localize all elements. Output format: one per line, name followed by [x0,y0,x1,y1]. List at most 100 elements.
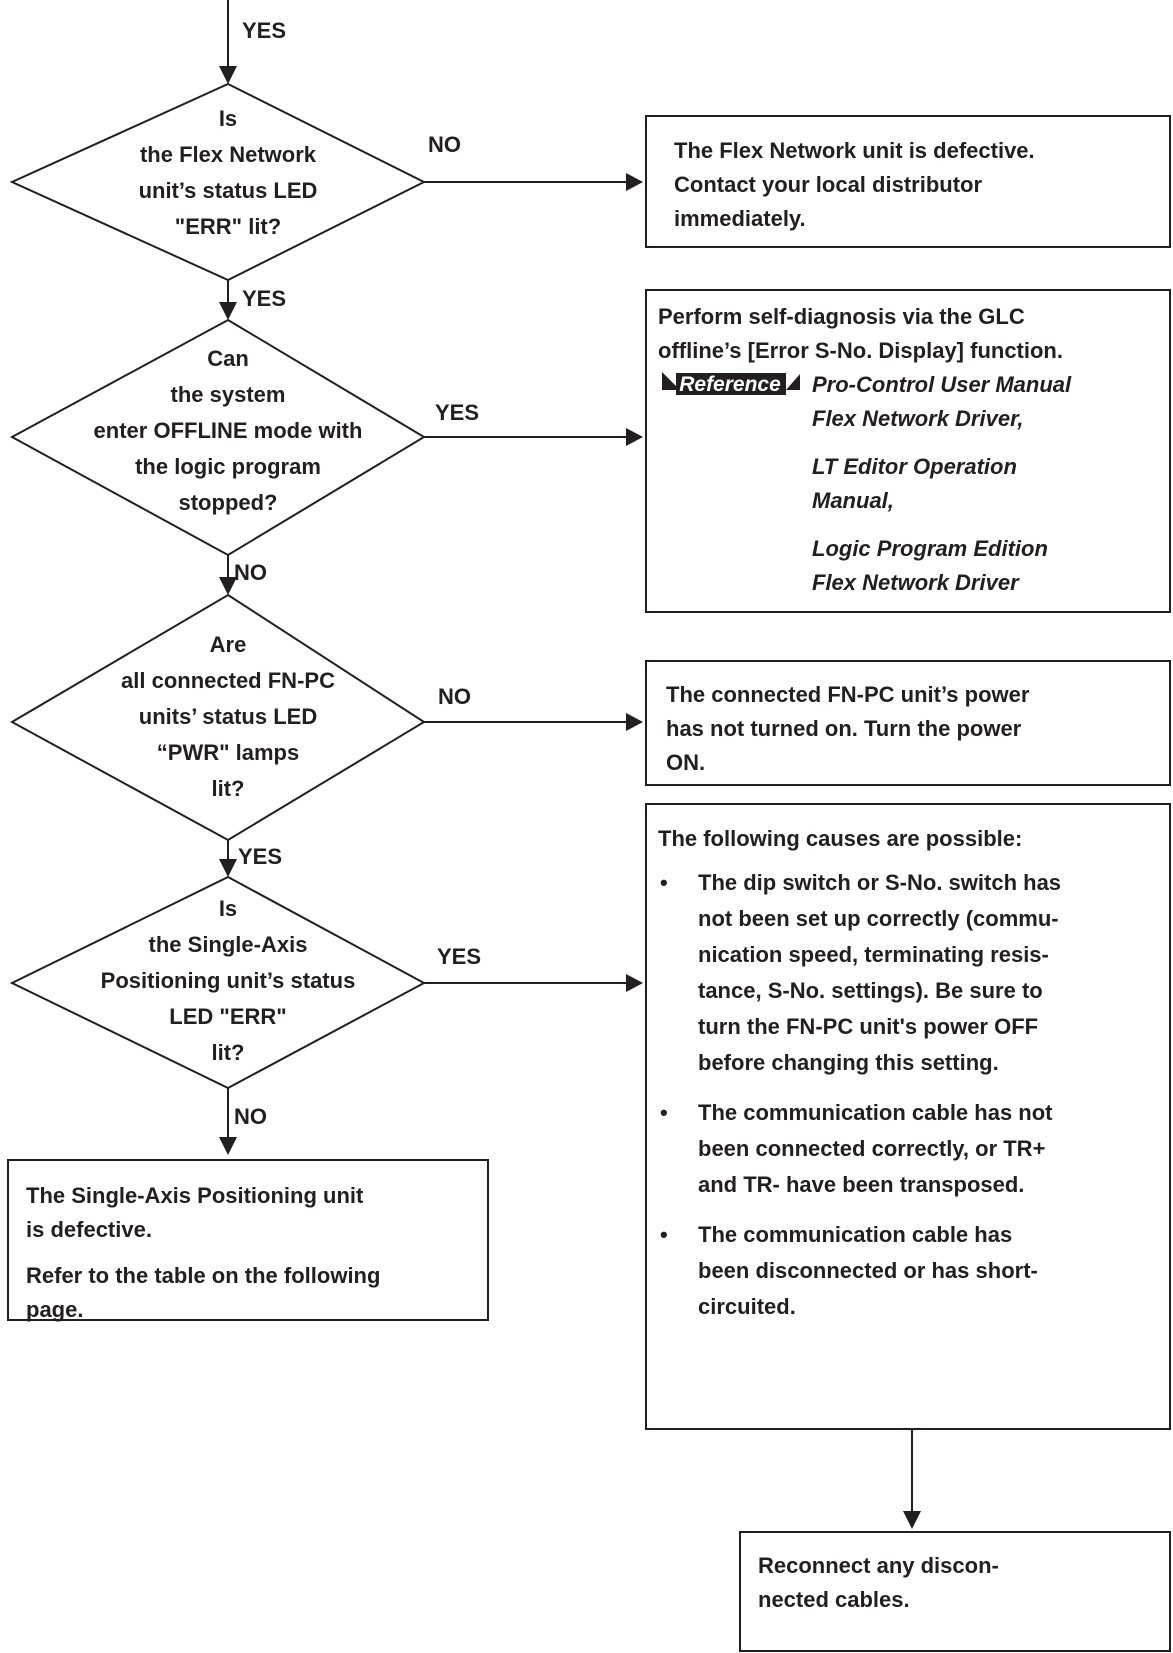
decision-pwr-lamps-lit: Are all connected FN-PC units’ status LE… [9,593,426,842]
box-reconnect-cables: Reconnect any discon- nected cables. [739,1531,1171,1652]
box3-line: ON. [666,750,705,775]
box2-ref-line: Logic Program Edition [812,536,1048,561]
box2-ref-line: Manual, [812,488,894,513]
result-box [645,803,1171,1430]
box6-line: nected cables. [758,1587,910,1612]
cause-line: turn the FN-PC unit's power OFF [698,1014,1038,1039]
d3-line: “PWR" lamps [157,740,299,765]
result-box [645,289,1171,613]
box4-to-box6-arrowhead [903,1511,921,1529]
d2-no-arrowhead [219,577,237,595]
reference-badge-label: Reference [679,373,781,396]
branch-labels: YES NO YES YES NO NO YES YES NO [234,18,481,1129]
box-power-not-on: The connected FN-PC unit’s power has not… [645,660,1171,786]
box2-line: Perform self-diagnosis via the GLC [658,304,1025,329]
d3-line: lit? [212,776,245,801]
box-self-diagnosis: Perform self-diagnosis via the GLC offli… [645,289,1171,613]
d2-line: the system [171,382,286,407]
cause-line: not been set up correctly (commu- [698,906,1059,931]
d3-no-arrowhead [626,713,643,731]
box2-line: offline’s [Error S-No. Display] function… [658,338,1063,363]
cause-line: tance, S-No. settings). Be sure to [698,978,1043,1003]
result-box [739,1531,1171,1652]
box4-intro: The following causes are possible: [658,826,1022,851]
box6-line: Reconnect any discon- [758,1553,999,1578]
d1-line: the Flex Network [140,142,317,167]
reference-badge-right-tab [786,374,800,390]
bullet-mark: • [660,870,668,895]
d4-line: lit? [212,1040,245,1065]
decision-diamond [9,593,426,842]
box3-line: has not turned on. Turn the power [666,716,1022,741]
box2-ref-line: Flex Network Driver [812,570,1020,595]
decision-offline-mode: Can the system enter OFFLINE mode with t… [9,318,426,557]
result-box [7,1159,489,1321]
box-flex-network-defective: The Flex Network unit is defective. Cont… [645,115,1171,248]
d2-line: stopped? [179,490,278,515]
decision-diamond [9,318,426,557]
box1-line: immediately. [674,206,806,231]
cause-line: and TR- have been transposed. [698,1172,1024,1197]
box5-line: page. [26,1297,83,1322]
d3-line: units’ status LED [139,704,317,729]
cause-line: The communication cable has [698,1222,1012,1247]
bullet-mark: • [660,1100,668,1125]
branch-label: YES [238,844,282,869]
d2-line: enter OFFLINE mode with [94,418,363,443]
cause-line: nication speed, terminating resis- [698,942,1049,967]
bullet-mark: • [660,1222,668,1247]
d4-no-arrowhead [219,1137,237,1155]
box-positioning-unit-defective: The Single-Axis Positioning unit is defe… [7,1159,489,1322]
d1-line: "ERR" lit? [175,214,281,239]
decision-diamond [9,875,427,1090]
result-box [645,115,1171,248]
d4-line: Is [219,896,237,921]
d4-line: the Single-Axis [149,932,308,957]
cause-line: been disconnected or has short- [698,1258,1038,1283]
d1-no-arrowhead [626,173,643,191]
d1-line: Is [219,106,237,131]
result-box [645,660,1171,786]
d4-line: Positioning unit’s status [101,968,356,993]
branch-label: NO [234,560,267,585]
d2-yes-arrowhead [626,428,643,446]
d4-yes-arrowhead [626,974,643,992]
cause-line: circuited. [698,1294,796,1319]
box5-line: is defective. [26,1217,152,1242]
cause-line: before changing this setting. [698,1050,999,1075]
d2-line: the logic program [135,454,321,479]
top-arrowhead [219,66,237,84]
box1-line: The Flex Network unit is defective. [674,138,1035,163]
box2-ref-line: Pro-Control User Manual [812,372,1072,397]
d4-line: LED "ERR" [169,1004,286,1029]
reference-badge-body [676,373,786,395]
box2-ref-line: Flex Network Driver, [812,406,1024,431]
box1-line: Contact your local distributor [674,172,982,197]
connectors [219,0,921,1529]
d3-line: all connected FN-PC [121,668,335,693]
box5-line: The Single-Axis Positioning unit [26,1183,364,1208]
d1-yes-arrowhead [219,302,237,320]
branch-label: YES [435,400,479,425]
branch-label: NO [438,684,471,709]
branch-label: YES [242,18,286,43]
d3-line: Are [210,632,247,657]
cause-line: The communication cable has not [698,1100,1053,1125]
decision-is-err-lit: Is the Flex Network unit’s status LED "E… [9,82,427,282]
d3-yes-arrowhead [219,859,237,877]
d1-line: unit’s status LED [139,178,318,203]
reference-badge-left-tab [662,372,680,390]
branch-label: NO [428,132,461,157]
decision-positioning-err-lit: Is the Single-Axis Positioning unit’s st… [9,875,427,1090]
box2-ref-line: LT Editor Operation [812,454,1017,479]
cause-line: been connected correctly, or TR+ [698,1136,1045,1161]
d2-line: Can [207,346,249,371]
reference-badge: Reference [662,372,800,396]
cause-line: The dip switch or S-No. switch has [698,870,1061,895]
box5-line: Refer to the table on the following [26,1263,380,1288]
branch-label: YES [437,944,481,969]
branch-label: YES [242,286,286,311]
box3-line: The connected FN-PC unit’s power [666,682,1030,707]
box-possible-causes: The following causes are possible: • The… [645,803,1171,1430]
